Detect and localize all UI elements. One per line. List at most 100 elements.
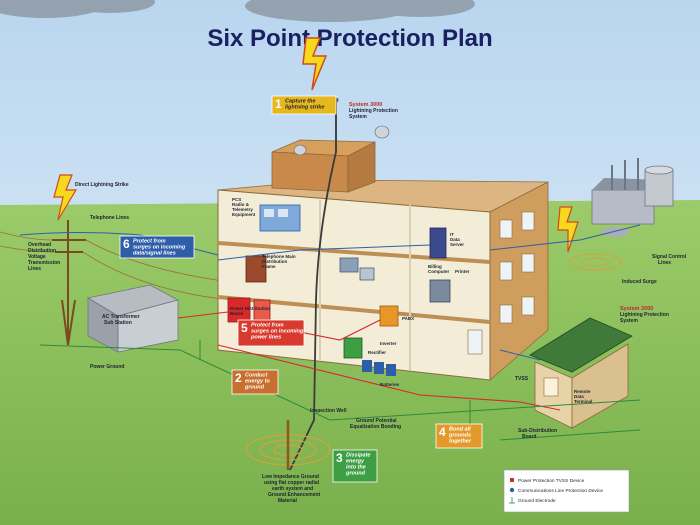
step-1-number: 1 <box>275 97 282 111</box>
svg-text:Lines: Lines <box>658 260 671 266</box>
svg-text:Equalization Bonding: Equalization Bonding <box>350 424 401 430</box>
power-distribution-label: Power Distribution Board <box>230 306 270 316</box>
page-title: Six Point Protection Plan <box>207 25 492 52</box>
billing-label: Billing Computer <box>428 264 449 274</box>
data-lines <box>19 224 641 361</box>
svg-text:Equipment: Equipment <box>232 212 256 217</box>
inspection-well-label: Inspection Well <box>310 408 347 414</box>
step-1-text: lightning strike <box>285 105 324 111</box>
step-4-text: together <box>449 439 472 445</box>
svg-text:Signal Control: Signal Control <box>652 254 687 260</box>
svg-text:Frame: Frame <box>262 264 276 269</box>
svg-text:Board: Board <box>230 311 243 316</box>
step-4-box <box>435 423 483 449</box>
step-5-number: 5 <box>241 321 248 335</box>
svg-text:Material: Material <box>278 498 298 504</box>
system3000-title: System 3000 <box>349 102 382 108</box>
system3000-sub-1: Lightning Protection <box>349 108 398 114</box>
step-3-number: 3 <box>336 451 343 465</box>
down-conductor <box>289 100 337 471</box>
clouds <box>0 0 475 22</box>
overhead-label: Overhead Distribution Voltage Transmissi… <box>28 242 60 272</box>
rectifier-label: Rectifier <box>368 350 386 355</box>
sub-distribution-label: Sub-Distribution Board <box>518 428 557 440</box>
svg-text:Ground Enhancement: Ground Enhancement <box>268 492 321 498</box>
telephone-lines-label: Telephone Lines <box>90 215 129 221</box>
svg-text:Sub-Distribution: Sub-Distribution <box>518 428 557 434</box>
comm-protection-icon <box>509 487 515 493</box>
svg-text:Billing: Billing <box>428 264 442 269</box>
svg-text:Server: Server <box>450 242 464 247</box>
svg-text:Sub Station: Sub Station <box>104 320 132 326</box>
ac-substation-label: AC Transformer Sub Station <box>102 314 140 326</box>
power-ground-label: Power Ground <box>90 364 124 370</box>
it-data-server <box>429 227 447 259</box>
svg-text:Transmission: Transmission <box>28 260 60 266</box>
svg-text:PCS: PCS <box>232 197 241 202</box>
step-5-box <box>237 319 305 347</box>
step-5-text: power lines <box>250 335 281 341</box>
step-1-box <box>271 95 337 115</box>
remote-terminal-building <box>529 317 633 429</box>
ac-substation <box>86 284 180 353</box>
svg-text:earth system and: earth system and <box>272 486 313 492</box>
step-3-box <box>332 449 378 483</box>
inverter-label: Inverter <box>380 341 397 346</box>
system2000-title: System 2000 <box>620 306 653 312</box>
svg-text:Lines: Lines <box>28 266 41 272</box>
step-3-text: into the <box>346 465 366 471</box>
printer-label: Printer <box>455 269 470 274</box>
step-2-text: Conduct <box>245 373 268 379</box>
system3000-sub-2: System <box>349 114 367 120</box>
step-2-number: 2 <box>235 371 242 385</box>
svg-text:Telephone Main: Telephone Main <box>262 254 296 259</box>
svg-text:Ground Potential: Ground Potential <box>356 418 397 424</box>
ground-electrode-icon <box>245 420 331 470</box>
rectifier <box>343 337 363 359</box>
step-6-text: data/signal lines <box>133 251 176 257</box>
svg-text:Radio &: Radio & <box>232 202 250 207</box>
step-2-text: energy to <box>245 379 270 385</box>
svg-text:Telemetry: Telemetry <box>232 207 253 212</box>
step-3-text: energy <box>346 459 365 465</box>
step-4-text: grounds <box>448 433 471 439</box>
tvss-label: TVSS <box>515 376 529 382</box>
ground-electrode-icon <box>509 497 515 504</box>
signal-control-label: Signal Control Lines <box>652 254 687 266</box>
induced-surge-waves <box>568 253 622 271</box>
svg-text:using flat copper radial: using flat copper radial <box>264 480 320 486</box>
step-6-text: Protect from <box>133 239 166 245</box>
power-distribution-board <box>227 297 271 323</box>
svg-text:Low Impedance Ground: Low Impedance Ground <box>262 474 319 480</box>
svg-text:Board: Board <box>522 434 536 440</box>
step-1-text: Capture the <box>285 99 316 105</box>
industrial-plant <box>591 158 674 237</box>
step-6-text: surges on incoming <box>133 245 186 251</box>
overhead-power-lines <box>0 231 231 301</box>
step-2-text: ground <box>244 385 265 391</box>
system2000-sub-2: System <box>620 318 638 324</box>
legend: Power Protection TVSS Device Communicati… <box>503 469 630 513</box>
printer <box>429 279 451 303</box>
svg-text:Data: Data <box>574 394 584 399</box>
legend-item-power: Power Protection TVSS Device <box>518 478 585 484</box>
step-2-box <box>231 369 279 395</box>
power-pole <box>52 220 86 346</box>
svg-text:Remote: Remote <box>574 389 591 394</box>
svg-text:Terminal: Terminal <box>574 399 592 404</box>
remote-data-label: Remote Data Terminal <box>574 389 592 404</box>
low-impedance-label: Low Impedance Ground using flat copper r… <box>262 474 321 504</box>
svg-text:Distribution: Distribution <box>28 248 56 254</box>
it-server-label: IT Data Server <box>450 232 464 247</box>
svg-text:Overhead: Overhead <box>28 242 51 248</box>
step-4-text: Bond all <box>449 427 471 433</box>
svg-text:Data: Data <box>450 237 460 242</box>
step-5-text: surges on incoming <box>251 329 304 335</box>
